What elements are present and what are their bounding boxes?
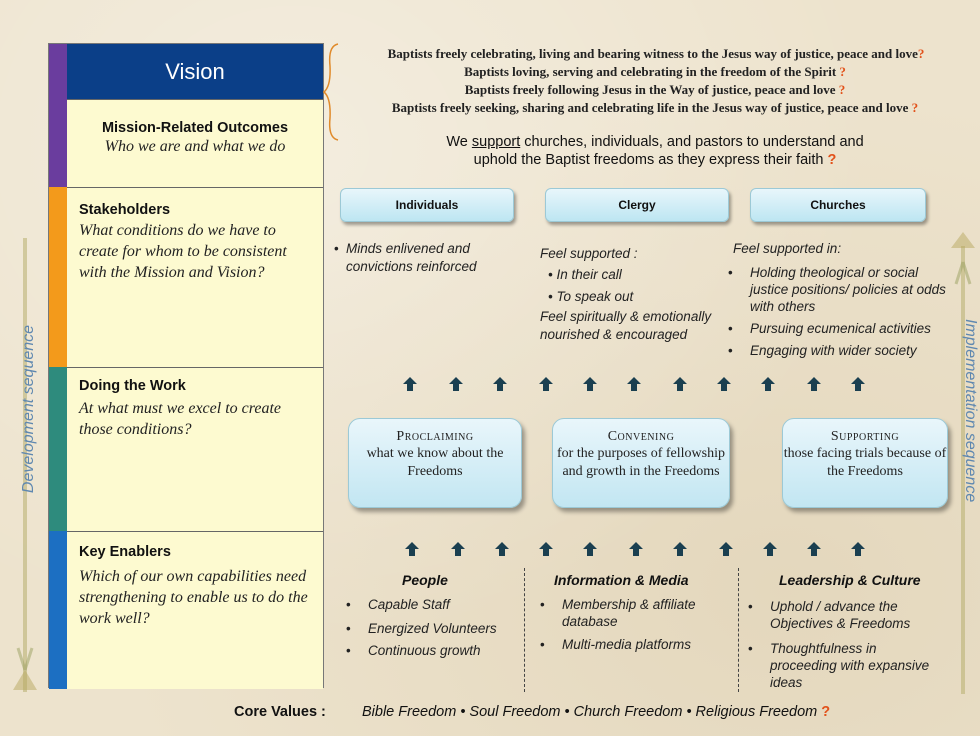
up-arrow-icon <box>627 377 641 391</box>
individuals-outcome: •Minds enlivened and convictions reinfor… <box>334 241 477 274</box>
up-arrow-icon <box>719 542 733 556</box>
core-values-list: Bible Freedom • Soul Freedom • Church Fr… <box>362 704 831 720</box>
info-item-2: Multi-media platforms <box>540 636 722 653</box>
teal-stripe <box>49 367 67 531</box>
work-convening: Convening for the purposes of fellowship… <box>552 418 730 508</box>
doing-cell: Doing the Work At what must we excel to … <box>67 367 323 531</box>
churches-item-3: Engaging with wider society <box>728 342 950 359</box>
up-arrow-icon <box>851 377 865 391</box>
enabler-info-title: Information & Media <box>554 572 689 588</box>
info-item-1: Membership & affiliate database <box>540 596 712 630</box>
work-proclaiming: Proclaiming what we know about the Freed… <box>348 418 522 508</box>
blue-stripe <box>49 531 67 689</box>
doing-subtitle: At what must we excel to create those co… <box>79 400 282 438</box>
core-values-label: Core Values : <box>234 704 326 720</box>
up-arrow-icon <box>807 542 821 556</box>
implementation-arrow-icon <box>951 232 975 694</box>
up-arrow-icon <box>539 542 553 556</box>
up-arrow-icon <box>405 542 419 556</box>
doing-title: Doing the Work <box>79 378 186 394</box>
up-arrow-icon <box>717 377 731 391</box>
vision-line-2: Baptists loving, serving and celebrating… <box>464 64 846 79</box>
mission-statement: We support churches, individuals, and pa… <box>446 134 864 168</box>
up-arrow-icon <box>851 542 865 556</box>
divider-1 <box>524 568 525 692</box>
vision-line-4: Baptists freely seeking, sharing and cel… <box>391 100 919 115</box>
development-arrow-icon <box>13 238 37 692</box>
enablers-subtitle: Which of our own capabilities need stren… <box>79 568 308 627</box>
leadership-item-1: Uphold / advance the Objectives & Freedo… <box>748 598 940 632</box>
up-arrow-icon <box>673 377 687 391</box>
vision-header: Vision <box>67 44 323 99</box>
up-arrow-icon <box>451 542 465 556</box>
mission-cell: Mission-Related Outcomes Who we are and … <box>67 99 323 187</box>
framework-column: Vision Mission-Related Outcomes Who we a… <box>48 43 324 689</box>
development-sequence-label: Development sequence <box>20 324 37 494</box>
churches-item-2: Pursuing ecumenical activities <box>728 320 950 337</box>
up-arrow-icon <box>403 377 417 391</box>
churches-outcome: Feel supported in: <box>733 241 842 256</box>
work-supporting: Supporting those facing trials because o… <box>782 418 948 508</box>
mission-subtitle: Who we are and what we do <box>104 138 286 155</box>
up-arrow-icon <box>673 542 687 556</box>
purple-stripe <box>49 44 67 187</box>
stakeholders-title: Stakeholders <box>79 202 171 218</box>
people-item-1: Capable Staff <box>346 596 450 613</box>
divider-2 <box>738 568 739 692</box>
up-arrow-icon <box>583 377 597 391</box>
up-arrow-icon <box>629 542 643 556</box>
stakeholders-subtitle: What conditions do we have to create for… <box>79 222 287 281</box>
mission-title: Mission-Related Outcomes <box>101 120 289 136</box>
enabler-people-title: People <box>402 572 448 588</box>
stakeholder-individuals: Individuals <box>340 188 514 222</box>
leadership-item-2: Thoughtfulness in proceeding with expans… <box>748 640 945 691</box>
up-arrow-icon <box>763 542 777 556</box>
brace-icon <box>322 43 339 141</box>
orange-stripe <box>49 187 67 367</box>
up-arrow-icon <box>807 377 821 391</box>
up-arrow-icon <box>495 542 509 556</box>
vision-line-1: Baptists freely celebrating, living and … <box>387 46 925 61</box>
clergy-outcome: Feel supported : • In their call • To sp… <box>540 246 712 342</box>
enablers-title: Key Enablers <box>79 544 171 560</box>
up-arrow-icon <box>493 377 507 391</box>
implementation-sequence-label: Implementation sequence <box>962 319 979 503</box>
vision-line-3: Baptists freely following Jesus in the W… <box>464 82 846 97</box>
churches-item-1: Holding theological or social justice po… <box>728 264 950 315</box>
enabler-leadership-title: Leadership & Culture <box>779 572 921 588</box>
up-arrow-icon <box>761 377 775 391</box>
stakeholder-churches: Churches <box>750 188 926 222</box>
up-arrow-icon <box>449 377 463 391</box>
up-arrow-icon <box>539 377 553 391</box>
enablers-cell: Key Enablers Which of our own capabiliti… <box>67 531 323 689</box>
up-arrow-icon <box>583 542 597 556</box>
people-item-2: Energized Volunteers <box>346 620 497 637</box>
stakeholder-clergy: Clergy <box>545 188 729 222</box>
people-item-3: Continuous growth <box>346 642 480 659</box>
stakeholders-cell: Stakeholders What conditions do we have … <box>67 187 323 367</box>
